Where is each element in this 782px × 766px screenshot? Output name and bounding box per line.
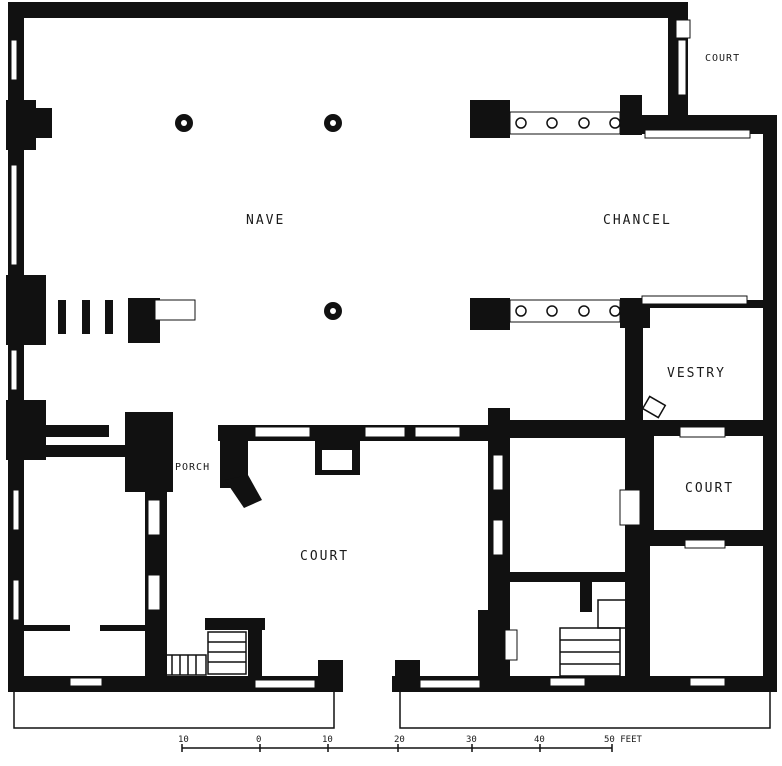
- right-block: [478, 318, 775, 688]
- court-windows: [675, 19, 691, 96]
- nave-label: NAVE: [246, 213, 285, 228]
- porch-label: PORCH: [175, 462, 210, 473]
- court-center-label: COURT: [300, 549, 349, 564]
- left-block: [24, 445, 167, 680]
- scale-bar: 10 0 10 20 30 40 50 FEET: [178, 735, 643, 752]
- scale-tick-label: 20: [394, 735, 405, 745]
- scale-tick-label: 0: [256, 735, 261, 745]
- chancel-label: CHANCEL: [603, 213, 672, 228]
- scale-tick-label: 10: [178, 735, 189, 745]
- left-windows: [10, 39, 20, 621]
- west-piers: [24, 108, 196, 343]
- court-right-label: COURT: [685, 481, 734, 496]
- bottom-windows: [69, 677, 726, 689]
- left-stairs: [165, 618, 420, 680]
- porch-wall: [220, 428, 262, 508]
- front-railing: [13, 692, 771, 729]
- arcade-columns: [515, 117, 621, 317]
- scale-tick-label: 30: [466, 735, 477, 745]
- right-stairs: [559, 599, 627, 677]
- nave-south-wall: [24, 408, 630, 688]
- scale-tick-label: 50 FEET: [604, 735, 643, 745]
- scale-tick-label: 10: [322, 735, 333, 745]
- vestry-desk: [641, 395, 667, 419]
- scale-tick-label: 40: [534, 735, 545, 745]
- court-top-right-label: COURT: [705, 53, 740, 64]
- vestry-label: VESTRY: [667, 366, 726, 381]
- nave-piers: [175, 114, 342, 320]
- outer-walls: [6, 2, 777, 692]
